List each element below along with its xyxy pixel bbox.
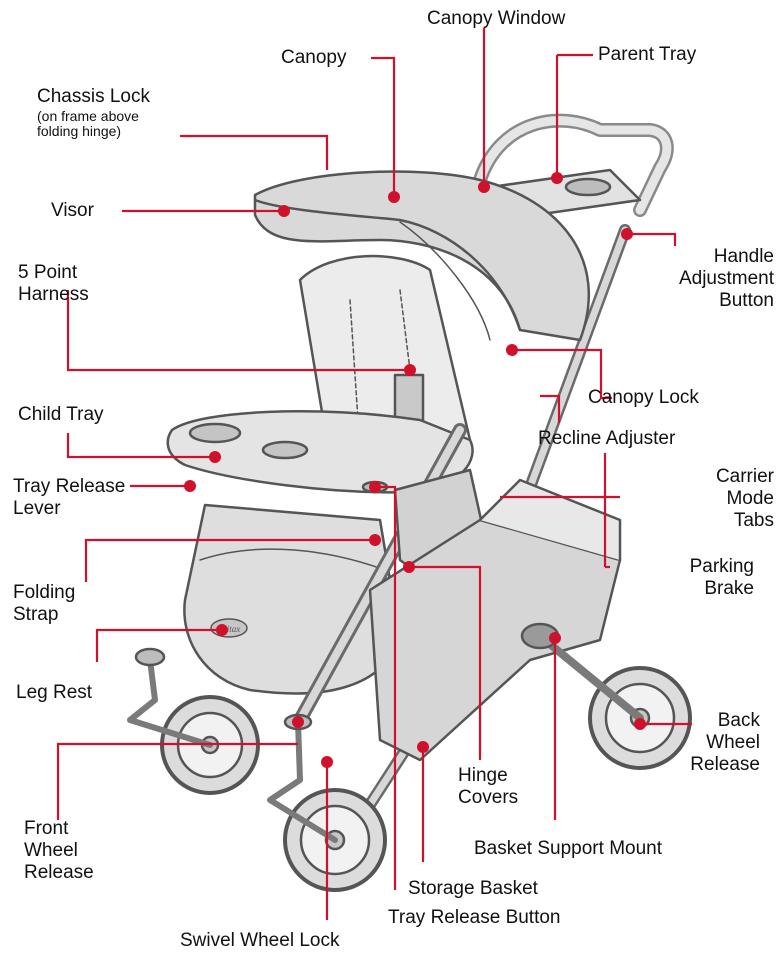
callout-lines	[56, 28, 692, 920]
label-child-tray: Child Tray	[18, 404, 104, 425]
label-5-point-harness: 5 Point Harness	[18, 262, 89, 305]
label-chassis-lock: Chassis Lock	[37, 86, 150, 107]
storage-basket-shape	[368, 518, 622, 762]
label-swivel-wheel-lock: Swivel Wheel Lock	[180, 930, 340, 951]
label-chassis-lock-note: (on frame above folding hinge)	[37, 108, 139, 139]
label-front-wheel-release: Front Wheel Release	[24, 818, 94, 883]
label-basket-support-mount: Basket Support Mount	[474, 838, 662, 859]
seat-back	[298, 254, 472, 462]
label-visor: Visor	[51, 200, 94, 221]
label-parent-tray: Parent Tray	[598, 44, 697, 65]
britax-logo: Britax	[218, 624, 241, 634]
label-back-wheel-release: Back Wheel Release	[690, 710, 760, 775]
label-canopy: Canopy	[281, 47, 347, 68]
label-tray-release-lever: Tray Release Lever	[13, 476, 126, 519]
label-handle-adjustment-button: Handle Adjustment Button	[678, 246, 774, 311]
label-carrier-mode-tabs: Carrier Mode Tabs	[715, 466, 774, 531]
label-hinge-covers: Hinge Covers	[458, 765, 519, 808]
label-canopy-window: Canopy Window	[427, 8, 566, 29]
label-folding-strap: Folding Strap	[13, 582, 76, 625]
callout-dots	[184, 172, 646, 768]
label-parking-brake: Parking Brake	[689, 556, 754, 599]
label-storage-basket: Storage Basket	[408, 878, 538, 899]
label-tray-release-button: Tray Release Button	[388, 907, 561, 928]
label-canopy-lock: Canopy Lock	[588, 387, 699, 408]
label-recline-adjuster: Recline Adjuster	[538, 428, 676, 449]
label-leg-rest: Leg Rest	[16, 682, 93, 703]
